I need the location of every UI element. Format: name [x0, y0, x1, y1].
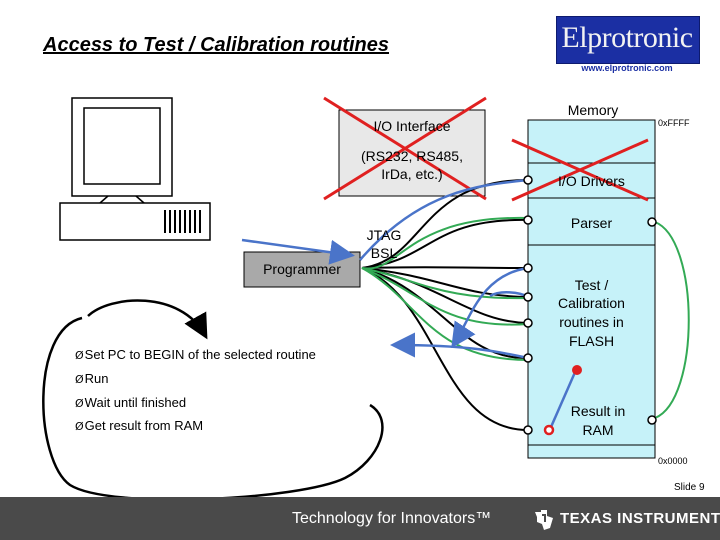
computer-icon [59, 97, 211, 241]
slide-title: Access to Test / Calibration routines [43, 34, 390, 56]
test-routines-label: Calibration [558, 295, 625, 311]
strike-line [511, 138, 649, 202]
top-address: 0xFFFF [658, 118, 690, 128]
bottom-address: 0x0000 [658, 456, 688, 466]
green-wires [361, 216, 690, 419]
elprotronic-logo [556, 16, 700, 64]
bsl-label: BSL [370, 245, 398, 261]
interface-label: (RS232, RS485, [361, 148, 463, 164]
logo-text: Elprotronic [561, 21, 693, 54]
step-item: ØGet result from RAM [75, 418, 204, 433]
ti-logo-icon [535, 510, 553, 530]
bullet-icon: Ø [75, 349, 84, 362]
logo-url: www.elprotronic.com [581, 63, 673, 73]
bullet-icon: Ø [75, 397, 84, 410]
test-routines-label: FLASH [568, 333, 615, 349]
slide-number: Slide 9 [674, 482, 705, 493]
connection-dots [523, 175, 657, 435]
programmer-label: Programmer [263, 261, 341, 277]
parser-label: Parser [570, 215, 613, 231]
run-marker [572, 365, 582, 375]
step-item: ØSet PC to BEGIN of the selected routine [75, 347, 316, 362]
footer-bar [0, 497, 720, 540]
jtag-label: JTAG [366, 227, 402, 243]
step-item: ØRun [75, 371, 109, 386]
test-routines-label: routines in [559, 314, 624, 330]
test-routines-label: Test / [574, 277, 609, 293]
result-marker [543, 424, 555, 436]
footer-tagline: Technology for Innovators™ [292, 510, 492, 527]
step-item: ØWait until finished [75, 395, 187, 410]
result-label: RAM [582, 422, 614, 438]
blue-wires [241, 178, 578, 428]
bullet-icon: Ø [75, 420, 84, 433]
loop-arrow [87, 299, 208, 340]
result-label: Result in [570, 403, 626, 419]
footer-company: TEXAS INSTRUMENTS [560, 510, 720, 527]
strike-line [323, 96, 487, 201]
memory-title: Memory [567, 102, 619, 118]
interface-label: IrDa, etc.) [381, 166, 443, 182]
interface-label: I/O Interface [373, 118, 451, 134]
io-drivers-label: I/O Drivers [558, 173, 625, 189]
bullet-icon: Ø [75, 373, 84, 386]
